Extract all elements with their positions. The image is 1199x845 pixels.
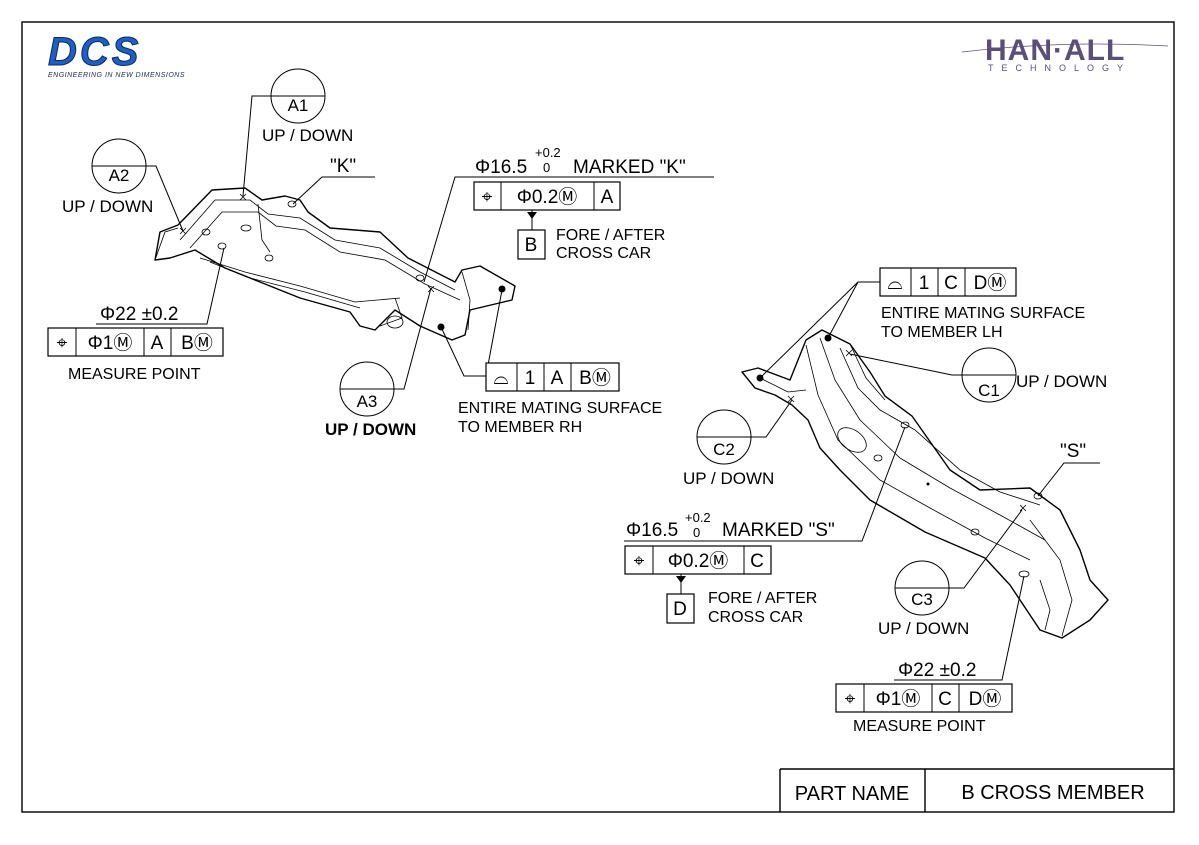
hole-dimension-k: Φ16.5 +0.2 0 MARKED "K"	[423, 145, 714, 283]
datum-D-letter: D	[673, 599, 687, 620]
datum-B-letter: B	[525, 235, 538, 256]
dcs-logo: DCS ENGINEERING IN NEW DIMENSIONS	[48, 30, 185, 80]
pin-right-fcf-datum-1: C	[938, 689, 952, 710]
right-cross-member-drawing	[741, 329, 1109, 639]
pin-left-fcf-datum-2: BⓂ	[181, 332, 213, 354]
surface-rh-note-2: TO MEMBER RH	[458, 419, 582, 436]
hole-s-fcf-symbol: ⌖	[634, 551, 645, 572]
datum-target-A1-label: UP / DOWN	[262, 126, 353, 145]
surface-rh-fcf-datum-2: BⓂ	[579, 367, 611, 389]
hole-s-fcf-tolerance: Φ0.2Ⓜ	[668, 550, 729, 572]
title-block: PART NAME B CROSS MEMBER	[779, 768, 1174, 812]
pin-right-fcf-symbol: ⌖	[845, 689, 856, 710]
pin-left-fcf-symbol: ⌖	[57, 333, 68, 354]
title-block-value: B CROSS MEMBER	[961, 782, 1144, 804]
pin-right-fcf-datum-2: DⓂ	[969, 688, 1002, 710]
datum-target-C2: C2 UP / DOWN	[683, 399, 793, 488]
datum-target-A3-code: A3	[357, 392, 378, 411]
k-marking-leader: "K"	[292, 156, 375, 205]
hole-dimension-s: Φ16.5 +0.2 0 MARKED "S" ⌖ Φ0.2Ⓜ C	[624, 426, 906, 594]
hole-k-diameter: Φ16.5	[475, 157, 527, 178]
pin-left-dim: Φ22 ±0.2	[100, 304, 178, 325]
datum-target-C3-code: C3	[911, 590, 933, 609]
surface-rh-fcf-datum-1: A	[551, 368, 564, 389]
datum-B-line1: FORE / AFTER	[556, 227, 665, 244]
datum-target-A1: A1 UP / DOWN	[242, 68, 353, 197]
hole-k-fcf-datum: A	[601, 187, 614, 208]
s-label: "S"	[1060, 441, 1086, 462]
datum-target-C1-label: UP / DOWN	[1016, 372, 1107, 391]
datum-D-line1: FORE / AFTER	[708, 590, 817, 607]
datum-target-C2-label: UP / DOWN	[683, 469, 774, 488]
surface-rh-fcf-symbol: ⌓	[493, 368, 508, 389]
dcs-logo-text: DCS	[48, 30, 141, 74]
surface-rh-note-1: ENTIRE MATING SURFACE	[458, 400, 662, 417]
surface-lh-fcf-symbol: ⌓	[887, 273, 902, 294]
hole-s-note: MARKED "S"	[722, 520, 835, 541]
hanall-logo: HAN·ALL TECHNOLOGY	[961, 34, 1169, 73]
pin-left-fcf-datum-1: A	[151, 333, 164, 354]
hole-s-tol-plus: +0.2	[685, 510, 711, 525]
datum-target-C3-label: UP / DOWN	[878, 619, 969, 638]
pin-dimension-right: Φ22 ±0.2 ⌖ Φ1Ⓜ C DⓂ MEASURE POINT	[835, 575, 1025, 735]
hole-s-fcf-datum: C	[750, 551, 764, 572]
pin-left-note: MEASURE POINT	[68, 366, 201, 383]
pin-right-fcf-tolerance: Φ1Ⓜ	[876, 688, 921, 710]
datum-target-C1: C1 UP / DOWN	[849, 347, 1107, 403]
hole-k-feature-control-frame: ⌖ Φ0.2Ⓜ A	[473, 181, 621, 230]
surface-profile-rh: ⌓ 1 A BⓂ ENTIRE MATING SURFACE TO MEMBER…	[440, 289, 662, 436]
datum-target-C3: C3 UP / DOWN	[878, 509, 1023, 638]
dcs-logo-tagline: ENGINEERING IN NEW DIMENSIONS	[48, 72, 185, 79]
sheet-border	[21, 21, 1175, 813]
pin-left-fcf-tolerance: Φ1Ⓜ	[88, 332, 133, 354]
hole-s-tol-zero: 0	[693, 525, 700, 540]
title-block-label: PART NAME	[795, 783, 909, 805]
surface-profile-lh: ⌓ 1 C DⓂ ENTIRE MATING SURFACE TO MEMBER…	[759, 267, 1085, 379]
datum-B-line2: CROSS CAR	[556, 245, 651, 262]
datum-D-line2: CROSS CAR	[708, 609, 803, 626]
surface-rh-fcf-tolerance: 1	[525, 368, 536, 389]
datum-target-A2: A2 UP / DOWN	[62, 138, 184, 232]
pin-right-note: MEASURE POINT	[853, 718, 986, 735]
hole-k-tol-zero: 0	[543, 160, 550, 175]
surface-lh-fcf-datum-2: DⓂ	[974, 272, 1007, 294]
datum-target-A3: A3 UP / DOWN	[325, 287, 432, 439]
hanall-logo-sub: TECHNOLOGY	[988, 63, 1131, 73]
surface-lh-note-1: ENTIRE MATING SURFACE	[881, 305, 1085, 322]
datum-B: B FORE / AFTER CROSS CAR	[517, 227, 665, 262]
hole-s-diameter: Φ16.5	[626, 520, 678, 541]
pin-dimension-left: Φ22 ±0.2 ⌖ Φ1Ⓜ A BⓂ MEASURE POINT	[47, 247, 225, 383]
hole-k-note: MARKED "K"	[573, 157, 686, 178]
s-marking-leader: "S"	[1037, 441, 1100, 497]
datum-target-A3-label: UP / DOWN	[325, 420, 416, 439]
datum-target-A2-code: A2	[109, 166, 130, 185]
hanall-logo-text: HAN·ALL	[985, 34, 1125, 67]
surface-lh-note-2: TO MEMBER LH	[881, 324, 1003, 341]
left-cross-member-drawing	[154, 187, 516, 341]
datum-D: D FORE / AFTER CROSS CAR	[666, 590, 817, 626]
datum-target-C1-code: C1	[978, 381, 1000, 400]
datum-target-A2-label: UP / DOWN	[62, 197, 153, 216]
k-label: "K"	[330, 156, 356, 177]
datum-target-A1-code: A1	[288, 96, 309, 115]
datum-target-C2-code: C2	[713, 440, 735, 459]
hole-k-tol-plus: +0.2	[535, 145, 561, 160]
hole-k-fcf-tolerance: Φ0.2Ⓜ	[517, 186, 578, 208]
surface-lh-fcf-datum-1: C	[944, 273, 958, 294]
pin-right-dim: Φ22 ±0.2	[898, 660, 976, 681]
hole-k-fcf-symbol: ⌖	[482, 187, 493, 208]
surface-lh-fcf-tolerance: 1	[919, 273, 930, 294]
